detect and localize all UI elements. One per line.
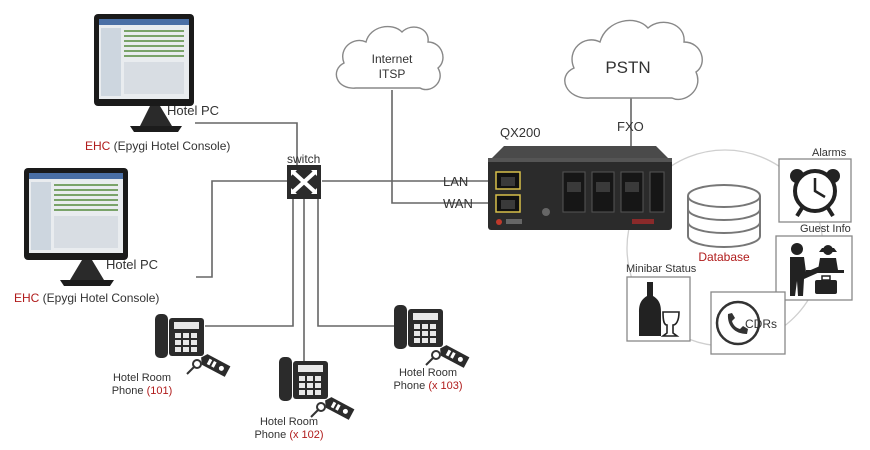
ehc-label-1: EHC <box>85 139 111 153</box>
cdrs-box[interactable] <box>710 291 786 355</box>
cdrs-label: CDRs <box>745 317 777 331</box>
guest-reception-icon <box>790 243 844 296</box>
switch-icon[interactable] <box>287 165 321 199</box>
hotel-pc-2[interactable] <box>24 168 128 286</box>
wan-port[interactable] <box>495 194 521 213</box>
room-key-tag-icon <box>310 397 355 420</box>
hotel-pc-2-label: Hotel PC <box>106 257 158 272</box>
pstn-cloud <box>564 19 703 101</box>
line-pc1-switch <box>195 122 298 165</box>
alarm-clock-icon <box>790 169 840 218</box>
phone-1-ext: (101) <box>147 385 173 397</box>
phone-2-line2: Phone (x 102) <box>254 429 323 441</box>
phone-3-ext: (x 103) <box>428 380 462 392</box>
hotel-room-phone-3[interactable] <box>394 305 470 368</box>
minibar-label: Minibar Status <box>626 263 697 275</box>
hotel-pc-1-caption: EHC (Epygi Hotel Console) <box>85 139 230 153</box>
phone-1-word: Phone <box>112 385 147 397</box>
phone-1-line2: Phone (101) <box>112 385 173 397</box>
guest-info-label: Guest Info <box>800 223 851 235</box>
switch-label: switch <box>287 152 320 166</box>
line-switch-phone3 <box>317 198 396 327</box>
database-label: Database <box>698 250 750 264</box>
room-key-tag-icon <box>186 354 231 377</box>
hotel-room-phone-1[interactable] <box>155 314 231 377</box>
pstn-label: PSTN <box>605 58 650 77</box>
phone-3-line2: Phone (x 103) <box>393 380 462 392</box>
wine-bottle-icon <box>639 282 680 337</box>
alarms-label: Alarms <box>812 147 847 159</box>
room-key-tag-icon <box>425 345 470 368</box>
line-switch-phone1 <box>205 198 294 327</box>
ehc-label-2: EHC <box>14 291 40 305</box>
ehc-caption-1: (Epygi Hotel Console) <box>110 139 230 153</box>
phone-handset-icon <box>715 300 761 346</box>
phone-1-line1: Hotel Room <box>113 372 171 384</box>
phone-3-word: Phone <box>393 380 428 392</box>
alarms-box[interactable] <box>778 158 852 223</box>
hotel-pc-2-caption: EHC (Epygi Hotel Console) <box>14 291 159 305</box>
phones-layer <box>155 305 470 420</box>
internet-cloud <box>335 25 444 91</box>
phone-2-line1: Hotel Room <box>260 416 318 428</box>
hotel-room-phone-2[interactable] <box>279 357 355 420</box>
internet-label: Internet <box>372 52 413 66</box>
connection-lines <box>195 90 632 368</box>
line-pc2-switch <box>196 180 287 278</box>
phone-3-line1: Hotel Room <box>399 367 457 379</box>
phone-2-ext: (x 102) <box>289 429 323 441</box>
ehc-caption-2: (Epygi Hotel Console) <box>39 291 159 305</box>
wan-label: WAN <box>443 196 473 211</box>
database-icon <box>687 184 761 248</box>
hotel-pc-1[interactable] <box>94 14 194 132</box>
minibar-box[interactable] <box>626 276 691 342</box>
qx200-device[interactable] <box>488 146 672 230</box>
lan-port[interactable] <box>495 171 521 190</box>
line-internet-wan <box>391 90 492 204</box>
itsp-label: ITSP <box>379 67 406 81</box>
lan-label: LAN <box>443 174 468 189</box>
hotel-pc-1-label: Hotel PC <box>167 103 219 118</box>
guest-info-box[interactable] <box>775 235 853 301</box>
fxo-label: FXO <box>617 119 644 134</box>
phone-2-word: Phone <box>254 429 289 441</box>
device-name: QX200 <box>500 125 540 140</box>
